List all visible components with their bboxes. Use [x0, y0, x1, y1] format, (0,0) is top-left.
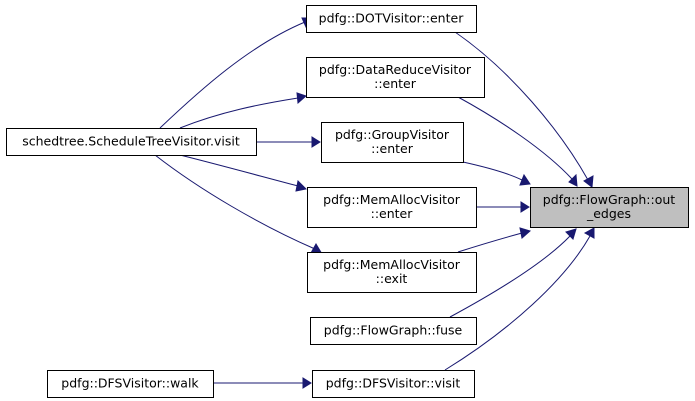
edge-datareduce_enter-to-flowgraph_out_edges	[457, 96, 578, 187]
edge-dfs_visit-to-flowgraph_out_edges	[444, 227, 595, 371]
node-flowgraph-fuse[interactable]: pdfg::FlowGraph::fuse	[310, 317, 477, 345]
edge-scheduletree_visit-to-datareduce_enter	[179, 92, 307, 129]
node-label: ::exit	[376, 271, 408, 286]
edge-flowgraph_fuse-to-flowgraph_out_edges	[449, 228, 577, 318]
edge-scheduletree_visit-to-memalloc_enter	[179, 154, 308, 192]
node-scheduletree-visit[interactable]: schedtree.ScheduleTreeVisitor.visit	[6, 128, 257, 156]
edge-line	[159, 21, 306, 129]
edge-line	[457, 232, 523, 253]
node-box[interactable]	[307, 187, 477, 228]
node-dfs-visit[interactable]: pdfg::DFSVisitor::visit	[312, 370, 475, 398]
edge-scheduletree_visit-to-dot_enter	[159, 17, 315, 129]
node-label: pdfg::DataReduceVisitor	[319, 62, 472, 77]
arrow-head-icon	[519, 173, 531, 186]
edge-line	[444, 235, 591, 371]
arrow-head-icon	[295, 179, 308, 192]
edge-line	[462, 161, 523, 181]
arrow-head-icon	[520, 201, 530, 213]
node-memalloc-enter[interactable]: pdfg::MemAllocVisitor::enter	[307, 187, 477, 228]
node-box[interactable]	[312, 370, 475, 398]
node-group-enter[interactable]: pdfg::GroupVisitor::enter	[321, 122, 464, 163]
node-flowgraph-out-edges[interactable]: pdfg::FlowGraph::out_edges	[530, 187, 689, 228]
edge-scheduletree_visit-to-group_enter	[256, 136, 321, 148]
node-box[interactable]	[530, 187, 689, 228]
edges-layer	[154, 17, 595, 389]
node-label: ::enter	[371, 141, 414, 156]
arrow-head-icon	[583, 227, 595, 239]
node-box[interactable]	[306, 57, 485, 98]
node-label: schedtree.ScheduleTreeVisitor.visit	[22, 134, 240, 149]
edge-line	[454, 31, 589, 181]
arrow-head-icon	[311, 136, 321, 148]
node-datareduce-enter[interactable]: pdfg::DataReduceVisitor::enter	[306, 57, 485, 98]
arrow-head-icon	[565, 228, 577, 240]
edge-line	[179, 97, 299, 129]
node-label: pdfg::DFSVisitor::walk	[61, 376, 199, 391]
edge-dfs_walk-to-dfs_visit	[213, 377, 312, 389]
nodes-layer: schedtree.ScheduleTreeVisitor.visit pdfg:…	[6, 5, 689, 398]
node-label: pdfg::MemAllocVisitor	[323, 257, 461, 272]
node-label: ::enter	[371, 206, 414, 221]
node-label: pdfg::FlowGraph::fuse	[324, 323, 463, 338]
edge-line	[457, 96, 573, 180]
node-dfs-walk[interactable]: pdfg::DFSVisitor::walk	[47, 370, 214, 398]
node-box[interactable]	[307, 252, 477, 293]
arrow-head-icon	[296, 92, 307, 105]
node-box[interactable]	[306, 5, 477, 33]
arrow-head-icon	[568, 173, 578, 187]
node-box[interactable]	[6, 128, 257, 156]
node-memalloc-exit[interactable]: pdfg::MemAllocVisitor::exit	[307, 252, 477, 293]
edge-dot_enter-to-flowgraph_out_edges	[454, 31, 594, 188]
edge-memalloc_exit-to-flowgraph_out_edges	[457, 227, 532, 253]
node-box[interactable]	[310, 317, 477, 345]
edge-group_enter-to-flowgraph_out_edges	[462, 161, 531, 186]
node-dot-enter[interactable]: pdfg::DOTVisitor::enter	[306, 5, 477, 33]
node-box[interactable]	[321, 122, 464, 163]
arrow-head-icon	[519, 227, 532, 239]
node-label: pdfg::MemAllocVisitor	[323, 192, 461, 207]
arrow-head-icon	[583, 175, 594, 188]
edge-line	[154, 154, 316, 250]
node-label: ::enter	[374, 76, 417, 91]
arrow-head-icon	[302, 377, 312, 389]
edge-line	[179, 154, 299, 187]
node-box[interactable]	[47, 370, 214, 398]
node-label: pdfg::FlowGraph::out	[543, 192, 675, 207]
edge-line	[449, 235, 571, 318]
node-label: _edges	[586, 206, 631, 221]
edge-memalloc_enter-to-flowgraph_out_edges	[476, 201, 530, 213]
node-label: pdfg::DOTVisitor::enter	[319, 11, 465, 26]
node-label: pdfg::GroupVisitor	[335, 127, 450, 142]
node-label: pdfg::DFSVisitor::visit	[326, 376, 461, 391]
